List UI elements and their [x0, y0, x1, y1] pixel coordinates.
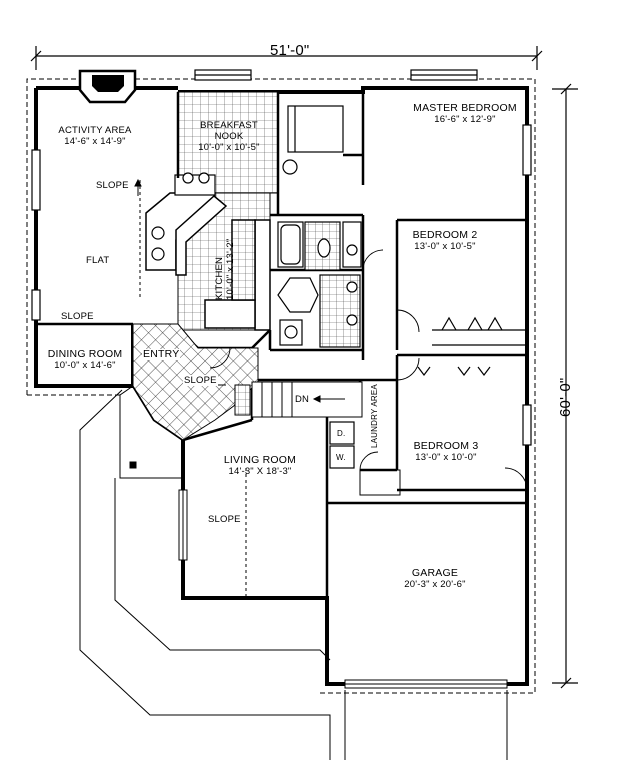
garage-door	[344, 679, 508, 689]
flat-label: FLAT	[86, 255, 110, 266]
windows	[31, 69, 532, 446]
kitchen-name: KITCHEN	[214, 256, 225, 300]
bedroom-3-size: 13'-0" x 10'-0"	[415, 452, 477, 463]
master-bedroom-label: MASTER BEDROOM 16'-6" x 12'-9"	[405, 102, 525, 126]
breakfast-size: 10'-0" x 10'-5"	[198, 142, 260, 153]
slope-dining-label: SLOPE	[61, 311, 94, 322]
breakfast-table	[151, 172, 216, 261]
dryer-label: D.	[337, 429, 346, 438]
stairs-dn-label: DN	[295, 394, 310, 405]
bedroom-2-size: 13'-0" x 10'-5"	[414, 241, 476, 252]
garage-label: GARAGE 20'-3" x 20'-6"	[385, 567, 485, 591]
activity-area-label: ACTIVITY AREA 14'-6" x 14'-9"	[46, 125, 144, 147]
living-room-size: 14'-3" X 18'-3"	[228, 466, 292, 477]
laundry-area-label: LAUNDRY AREA	[370, 384, 379, 448]
bedroom-3-label: BEDROOM 3 13'-0" x 10'-0"	[406, 440, 486, 464]
stairs	[234, 381, 363, 418]
depth-dimension	[552, 83, 578, 689]
bath-fixtures	[277, 159, 362, 348]
dining-room-label: DINING ROOM 10'-0" x 14'-6"	[40, 348, 130, 372]
breakfast-name-1: BREAKFAST	[200, 120, 258, 131]
kitchen-label: KITCHEN 10'-0" x 13'-2"	[214, 239, 236, 300]
kitchen-size: 10'-0" x 13'-2"	[225, 238, 236, 300]
slope-entry-label: SLOPE	[183, 375, 218, 386]
door-swings	[209, 249, 528, 491]
closets	[287, 105, 527, 376]
laundry-machines	[329, 421, 355, 469]
dining-room-size: 10'-0" x 14'-6"	[54, 360, 116, 371]
garage-size: 20'-3" x 20'-6"	[404, 579, 466, 590]
activity-area-size: 14'-6" x 14'-9"	[64, 136, 126, 147]
slope-living-label: SLOPE	[208, 514, 241, 525]
washer-label: W.	[336, 453, 346, 462]
overall-width-label: 51'-0"	[270, 42, 310, 59]
width-dimension	[30, 46, 543, 70]
roof-outline	[26, 78, 536, 694]
master-bedroom-name: MASTER BEDROOM	[413, 102, 517, 114]
porch-walkway	[79, 385, 508, 760]
living-room-label: LIVING ROOM 14'-3" X 18'-3"	[215, 454, 305, 478]
living-windows	[139, 180, 247, 598]
master-bedroom-size: 16'-6" x 12'-9"	[434, 114, 496, 125]
interior-walls	[36, 92, 527, 598]
fireplace	[78, 69, 137, 104]
living-room-name: LIVING ROOM	[223, 454, 297, 466]
activity-area-name: ACTIVITY AREA	[58, 125, 132, 136]
breakfast-name-2: NOOK	[214, 131, 244, 142]
breakfast-nook-label: BREAKFAST NOOK 10'-0" x 10'-5"	[189, 120, 269, 153]
overall-depth-label: 60'-0"	[557, 377, 574, 417]
dining-room-name: DINING ROOM	[47, 348, 123, 360]
entry-label: ENTRY	[142, 348, 181, 360]
bedroom-3-name: BEDROOM 3	[413, 440, 479, 452]
bedroom-2-label: BEDROOM 2 13'-0" x 10'-5"	[405, 229, 485, 253]
bedroom-2-name: BEDROOM 2	[412, 229, 478, 241]
garage-name: GARAGE	[411, 567, 459, 579]
slope-activity-label: SLOPE	[96, 180, 129, 191]
